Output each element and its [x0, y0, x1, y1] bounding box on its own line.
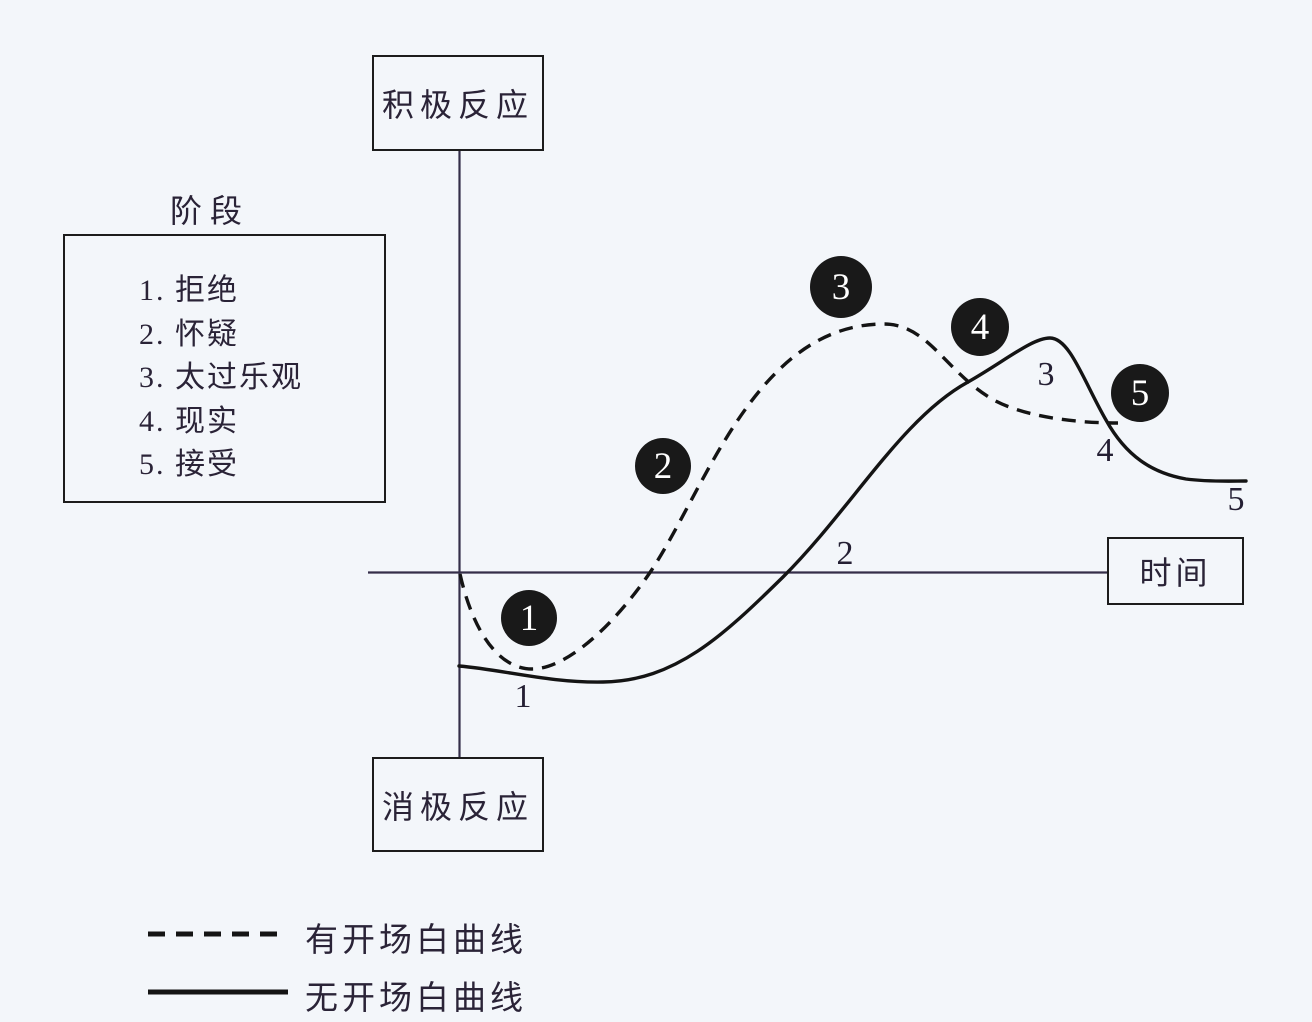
stage-item-5: 5. 接受 [139, 448, 239, 481]
circled-marker-4: 4 [951, 298, 1009, 356]
stages-panel-title: 阶段 [169, 193, 250, 229]
positive-reaction-label: 积极反应 [381, 87, 534, 123]
positive-reaction-box: 积极反应 [372, 55, 544, 151]
plain-marker-5: 5 [1227, 481, 1245, 518]
negative-reaction-label: 消极反应 [381, 788, 534, 825]
circled-marker-1: 1 [501, 590, 557, 646]
plain-marker-2: 2 [836, 535, 854, 572]
plain-marker-1: 1 [514, 678, 532, 715]
negative-reaction-box: 消极反应 [372, 757, 544, 852]
stages-panel: 1. 拒绝 2. 怀疑 3. 太过乐观 4. 现实 5. 接受 [63, 234, 386, 503]
time-axis-label: 时间 [1139, 555, 1212, 591]
circled-marker-2: 2 [635, 438, 691, 494]
plain-marker-4: 4 [1096, 432, 1114, 469]
circled-marker-5: 5 [1111, 364, 1169, 422]
circled-marker-3: 3 [810, 256, 872, 318]
plain-marker-3: 3 [1037, 356, 1055, 393]
legend-dashed-label: 有开场白曲线 [305, 923, 527, 959]
stage-item-4: 4. 现实 [139, 404, 239, 438]
time-axis-box: 时间 [1107, 537, 1244, 605]
stage-item-2: 2. 怀疑 [139, 317, 239, 351]
stage-item-1: 1. 拒绝 [139, 274, 239, 307]
solid-curve-without-opening [457, 336, 1248, 684]
legend-solid-label: 无开场白曲线 [305, 981, 527, 1017]
stage-item-3: 3. 太过乐观 [139, 361, 303, 394]
dashed-curve-with-opening [458, 322, 1119, 671]
